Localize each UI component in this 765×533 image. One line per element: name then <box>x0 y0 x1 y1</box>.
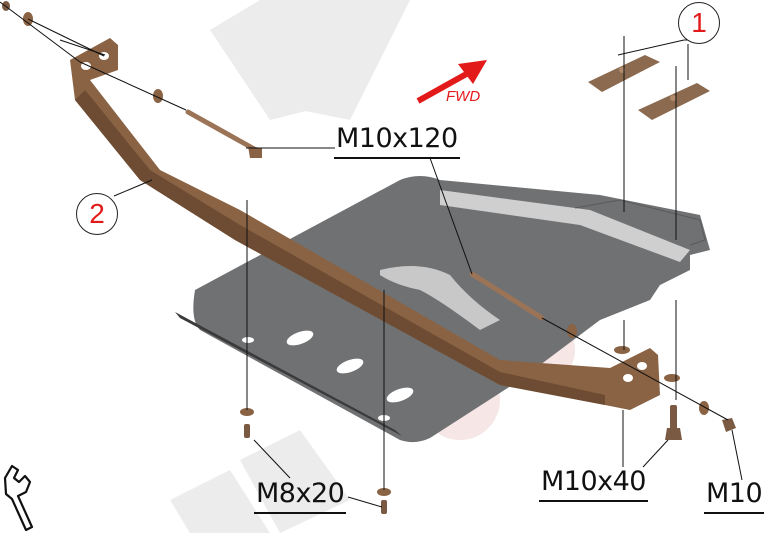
callout-number: 2 <box>89 198 105 229</box>
assembly-lines <box>0 1 743 508</box>
label-m10: M10 <box>704 478 765 514</box>
label-text: M8x20 <box>256 478 345 509</box>
callout-number: 1 <box>691 7 707 38</box>
crossmember-bracket <box>70 38 660 410</box>
forward-label: FWD <box>446 88 481 105</box>
label-text: M10 <box>706 478 763 509</box>
bolts-small <box>2 1 736 514</box>
underline <box>254 512 347 514</box>
callout-1: 1 <box>678 2 720 44</box>
underline <box>704 512 765 514</box>
label-m10x40: M10x40 <box>539 466 648 502</box>
label-text: M10x40 <box>541 466 647 497</box>
underline <box>539 500 648 502</box>
bolt-m10x120-upper <box>185 109 262 158</box>
wrench-icon <box>3 464 34 532</box>
label-text: M10x120 <box>336 123 458 154</box>
watermark <box>170 0 410 533</box>
bolt-m10x120-center <box>469 271 545 321</box>
label-m10x120: M10x120 <box>334 123 460 159</box>
skid-plate <box>175 176 711 443</box>
underline <box>334 157 460 159</box>
label-m8x20: M8x20 <box>254 478 347 514</box>
callout-2: 2 <box>76 193 118 235</box>
forward-arrow-icon <box>416 60 487 104</box>
spacer-plate-2 <box>638 83 710 120</box>
